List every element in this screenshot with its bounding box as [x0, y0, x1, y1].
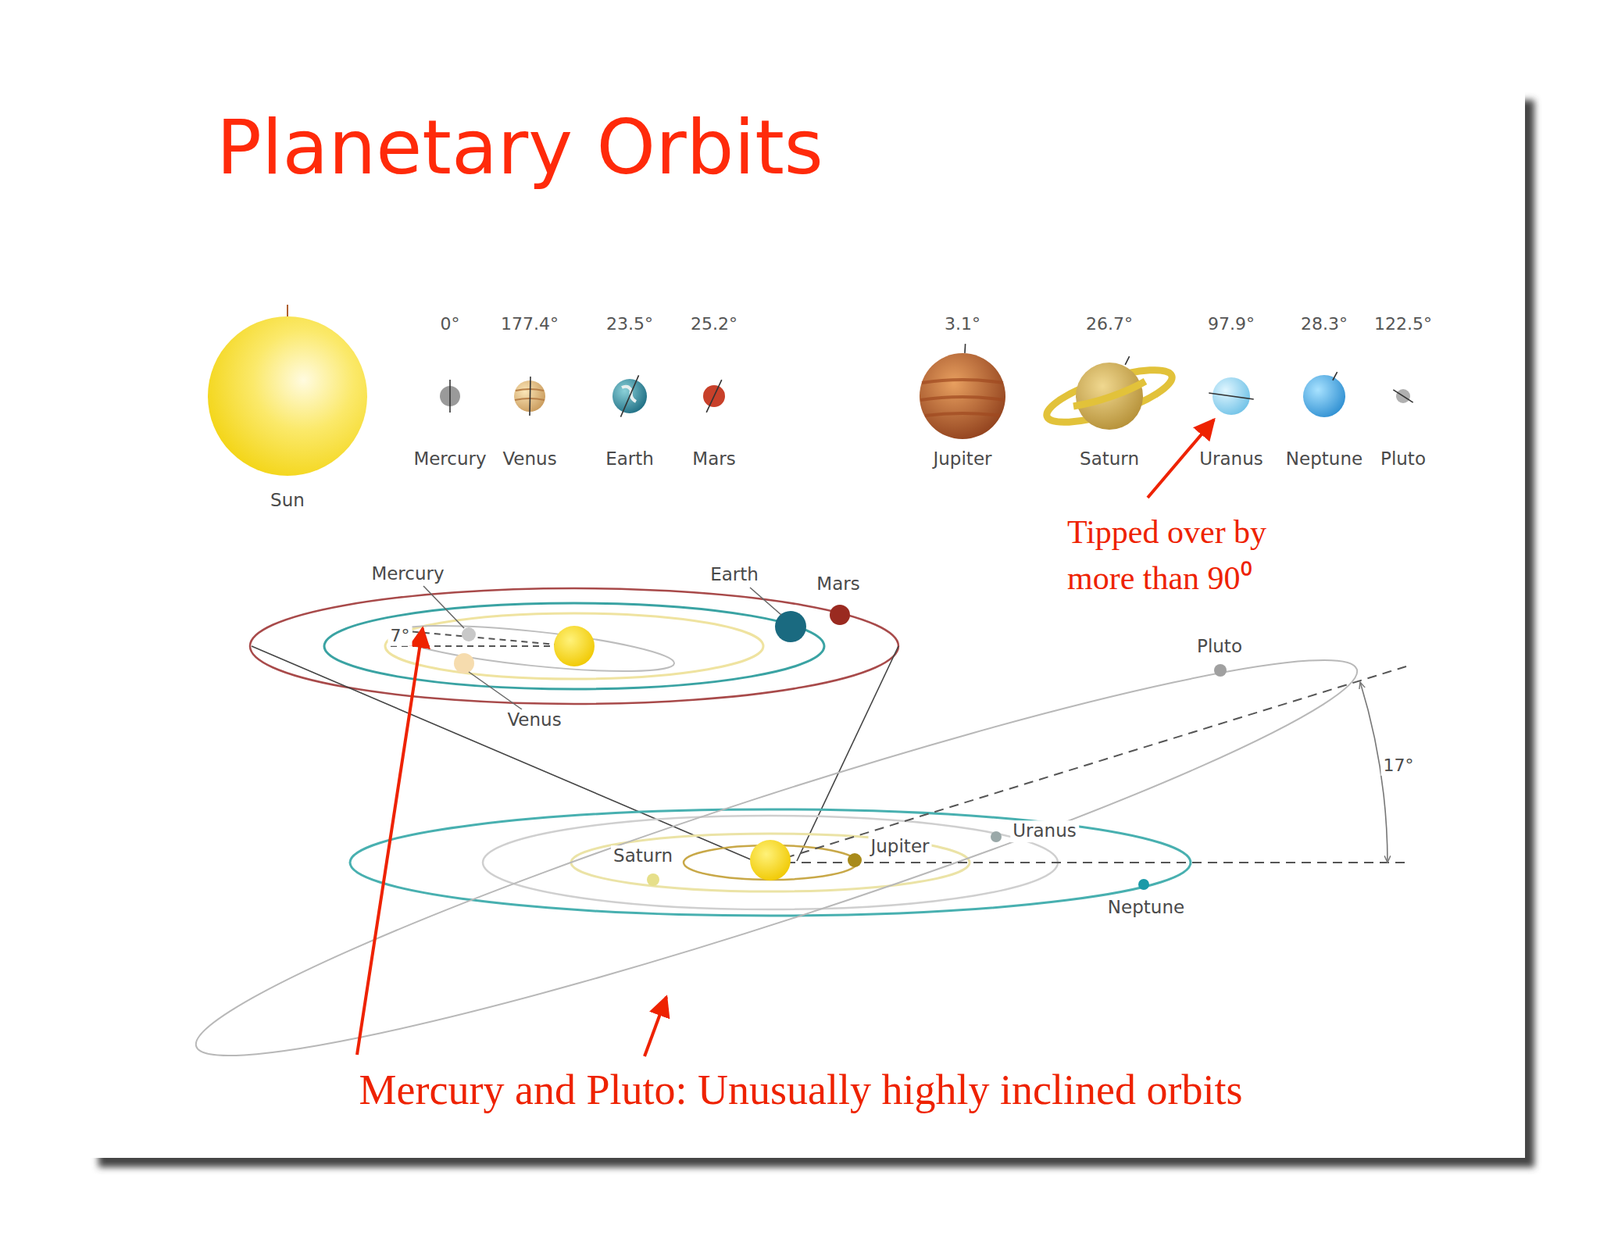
orbit-label: Pluto [1194, 635, 1245, 658]
outer-orbits [177, 610, 1407, 1107]
slide-title: Planetary Orbits [216, 103, 824, 193]
inner-orbits [250, 585, 899, 710]
slide-ground [89, 90, 1525, 1158]
orbit-label: Mars [814, 573, 862, 596]
angle-label: 17° [1381, 755, 1417, 776]
tilt-angle: 3.1° [944, 314, 981, 335]
orbit-label: Uranus [1010, 820, 1079, 843]
planet-name: Jupiter [933, 448, 993, 471]
tilt-angle: 25.2° [690, 314, 738, 335]
angle-label: 7° [388, 625, 413, 647]
projection-lines [251, 646, 899, 863]
orbit-label: Earth [707, 564, 761, 586]
tilt-angle: 26.7° [1085, 314, 1133, 335]
tilt-angle: 97.9° [1207, 314, 1255, 335]
orbit-label: Jupiter [868, 835, 933, 858]
caption-annotation: Mercury and Pluto: Unusually highly incl… [359, 1064, 1243, 1116]
tilt-angle: 122.5° [1374, 314, 1433, 335]
body-name: Sun [270, 489, 305, 512]
tilt-angle: 23.5° [606, 314, 654, 335]
planet-name: Saturn [1079, 448, 1140, 471]
tilt-angle: 28.3° [1300, 314, 1348, 335]
orbit-label: Saturn [610, 845, 675, 868]
planet-row [207, 304, 1414, 476]
orbit-label: Mercury [368, 563, 447, 586]
planet-name: Neptune [1285, 448, 1363, 471]
planet-name: Earth [605, 448, 654, 471]
planet-name: Pluto [1380, 448, 1426, 471]
planet-name: Mercury [413, 448, 486, 471]
planet-name: Mars [692, 448, 736, 471]
planet-name: Venus [502, 448, 557, 471]
tilt-angle: 0° [440, 314, 461, 335]
planet-name: Uranus [1199, 448, 1264, 471]
annotation: Tipped over by more than 90⁰ [1067, 509, 1318, 602]
orbit-label: Neptune [1105, 896, 1187, 919]
orbit-label: Venus [504, 709, 564, 732]
tilt-angle: 177.4° [500, 314, 559, 335]
